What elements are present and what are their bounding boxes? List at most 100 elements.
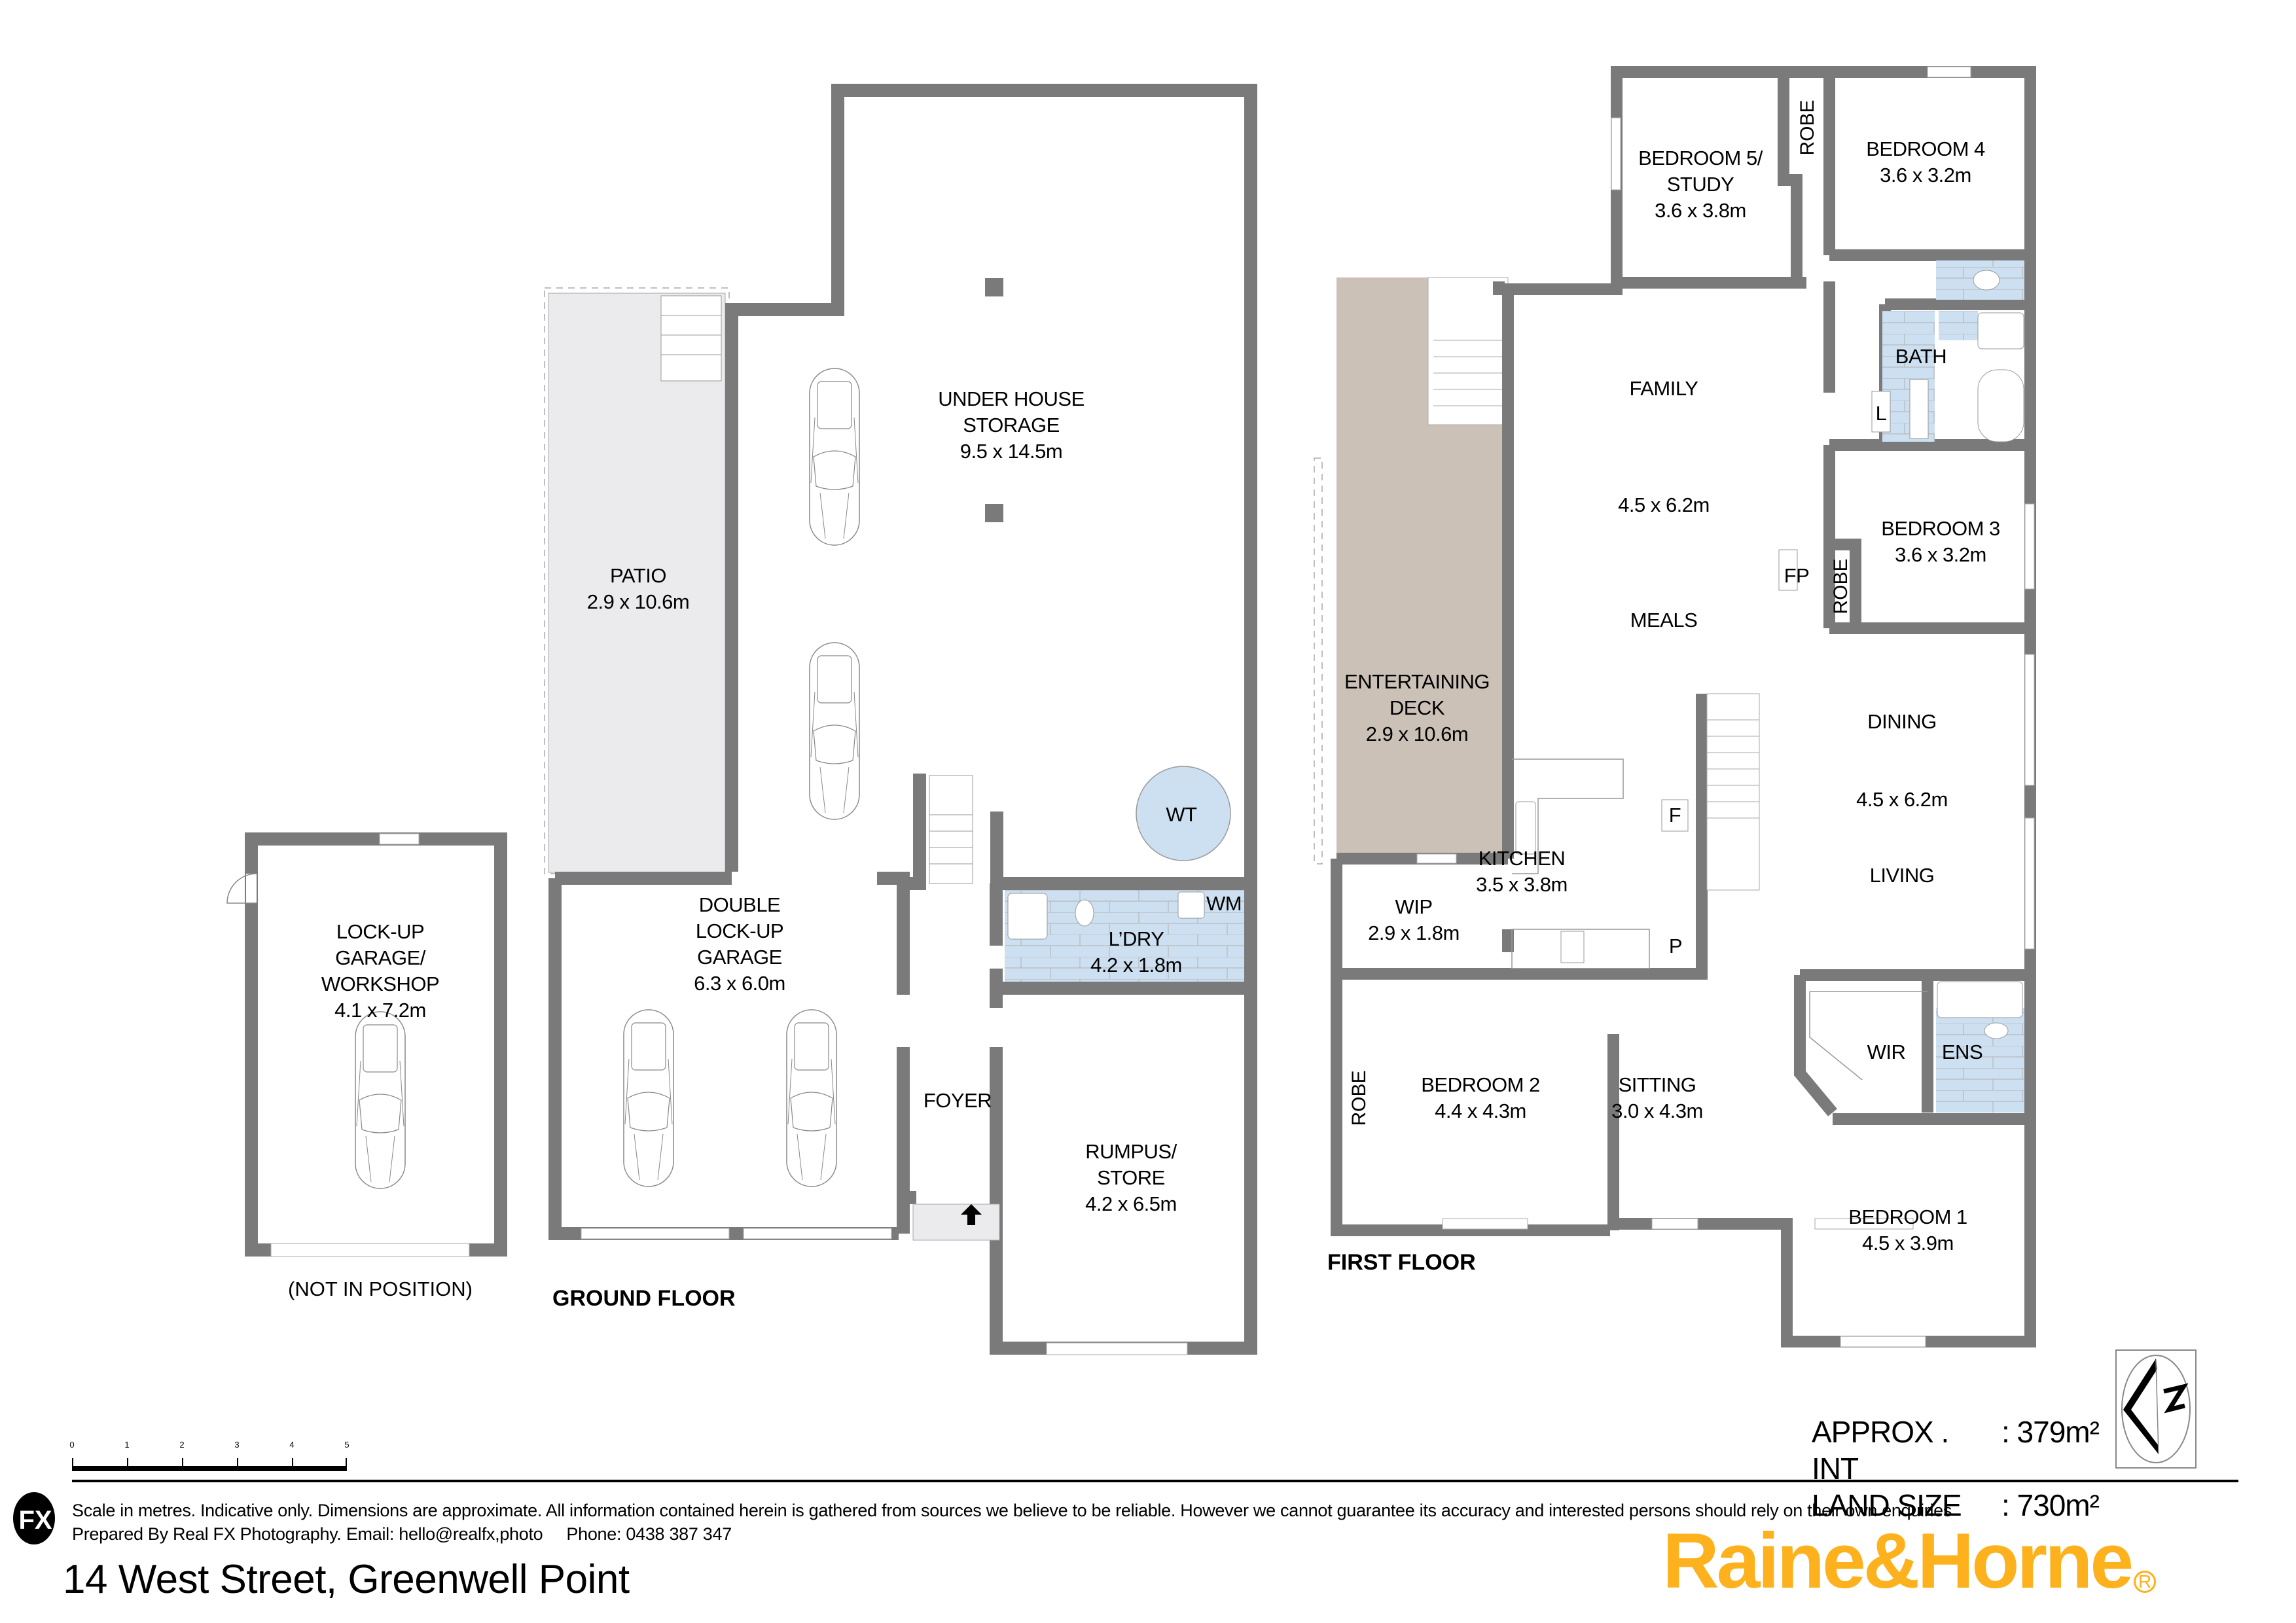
- property-address: 14 West Street, Greenwell Point: [63, 1557, 630, 1602]
- room-name: STUDY: [1666, 173, 1734, 196]
- room-family: FAMILY: [1629, 377, 1698, 400]
- room-dining: DINING: [1867, 710, 1937, 733]
- room-under-house-storage: UNDER HOUSE STORAGE 9.5 x 14.5m: [938, 386, 1085, 465]
- room-bath: BATH: [1895, 345, 1947, 368]
- rfx-logo-icon: FX: [12, 1491, 56, 1546]
- room-name: DECK: [1389, 696, 1445, 719]
- room-bedroom-5: BEDROOM 5/ STUDY 3.6 x 3.8m: [1638, 145, 1763, 224]
- lockup-garage-walls: [226, 832, 507, 1257]
- room-dimensions: 3.5 x 3.8m: [1476, 873, 1568, 896]
- room-dimensions: 2.9 x 10.6m: [1365, 722, 1469, 745]
- robe-bedroom-4: ROBE: [1797, 99, 1818, 156]
- room-name: LOCK-UP: [336, 920, 425, 943]
- pantry-label: P: [1668, 935, 1683, 957]
- room-bedroom-1: BEDROOM 1 4.5 x 3.9m: [1848, 1204, 1967, 1257]
- internal-area-label: APPROX . INT: [1812, 1415, 1949, 1486]
- prepared-by-line: Prepared By Real FX Photography. Email: …: [72, 1522, 1952, 1546]
- water-tank: [1136, 766, 1231, 861]
- room-name: GARAGE: [697, 946, 782, 969]
- room-living: LIVING: [1869, 864, 1935, 887]
- room-dimensions: 3.0 x 4.3m: [1611, 1099, 1703, 1122]
- robe-bedroom-2: ROBE: [1348, 1070, 1370, 1126]
- room-dimensions: 4.2 x 1.8m: [1090, 954, 1182, 976]
- room-dimensions: 3.6 x 3.2m: [1895, 543, 1986, 566]
- scale-tick: 2: [179, 1440, 185, 1450]
- room-patio: PATIO 2.9 x 10.6m: [586, 563, 690, 615]
- ground-floor-title: GROUND FLOOR: [552, 1286, 736, 1311]
- footer-disclaimer: Scale in metres. Indicative only. Dimens…: [72, 1499, 1952, 1546]
- room-name: KITCHEN: [1478, 847, 1566, 870]
- room-bedroom-4: BEDROOM 4 3.6 x 3.2m: [1866, 136, 1985, 188]
- room-ensuite: ENS: [1941, 1041, 1983, 1063]
- scale-tick: 1: [124, 1440, 130, 1450]
- internal-area-value: : 379m²: [2001, 1415, 2100, 1449]
- room-dining-dimensions: 4.5 x 6.2m: [1856, 788, 1948, 811]
- scale-tick-mark: [127, 1458, 128, 1467]
- room-dimensions: 9.5 x 14.5m: [960, 440, 1063, 463]
- patio-area: [548, 293, 726, 873]
- room-name: WORKSHOP: [321, 972, 440, 995]
- room-name: GARAGE/: [335, 946, 425, 969]
- fireplace-label: FP: [1784, 564, 1810, 587]
- scale-bar: 0 1 2 3 4 5: [69, 1440, 350, 1471]
- room-wip: WIP 2.9 x 1.8m: [1368, 894, 1460, 946]
- room-entertaining-deck: ENTERTAINING DECK 2.9 x 10.6m: [1344, 669, 1490, 747]
- room-name: SITTING: [1618, 1073, 1696, 1096]
- room-laundry: L’DRY 4.2 x 1.8m: [1090, 926, 1182, 978]
- room-dimensions: 4.2 x 6.5m: [1085, 1192, 1177, 1215]
- room-sitting: SITTING 3.0 x 4.3m: [1611, 1072, 1703, 1124]
- room-dimensions: 4.5 x 3.9m: [1862, 1232, 1954, 1255]
- room-family-dimensions: 4.5 x 6.2m: [1618, 493, 1710, 516]
- scale-tick: 0: [69, 1440, 75, 1450]
- linen-cupboard: L: [1875, 402, 1887, 425]
- fridge-box: [1661, 799, 1689, 832]
- footer-divider: [72, 1480, 2238, 1482]
- room-name: ENTERTAINING: [1344, 670, 1490, 693]
- room-dimensions: 3.6 x 3.2m: [1880, 164, 1971, 187]
- room-kitchen: KITCHEN 3.5 x 3.8m: [1476, 846, 1568, 898]
- room-lockup-garage: LOCK-UP GARAGE/ WORKSHOP 4.1 x 7.2m: [321, 919, 440, 1024]
- land-size-row: LAND SIZE : 730m²: [1812, 1487, 2100, 1524]
- room-name: DOUBLE: [698, 893, 781, 916]
- brand-name: Raine&Horne: [1662, 1517, 2134, 1605]
- scale-tick-mark: [182, 1458, 183, 1467]
- scale-tick-mark: [237, 1458, 238, 1467]
- room-bedroom-2: BEDROOM 2 4.4 x 4.3m: [1421, 1072, 1540, 1124]
- room-name: RUMPUS/: [1085, 1140, 1177, 1163]
- room-name: BEDROOM 5/: [1638, 147, 1763, 169]
- room-bedroom-3: BEDROOM 3 3.6 x 3.2m: [1881, 516, 2000, 568]
- room-dimensions: 3.6 x 3.8m: [1655, 199, 1746, 222]
- fireplace-box: [1778, 549, 1798, 591]
- room-dimensions: 2.9 x 10.6m: [586, 590, 690, 613]
- scale-tick-mark: [292, 1458, 293, 1467]
- scale-bar-line: [72, 1466, 347, 1471]
- room-name: LOCK-UP: [695, 919, 784, 942]
- room-dimensions: 4.1 x 7.2m: [334, 999, 426, 1022]
- svg-text:FX: FX: [18, 1506, 52, 1535]
- phone-text: Phone: 0438 387 347: [566, 1524, 732, 1544]
- room-name: STORAGE: [963, 414, 1060, 437]
- room-name: L’DRY: [1108, 927, 1164, 950]
- prepared-by-text: Prepared By Real FX Photography. Email: …: [72, 1524, 543, 1544]
- room-name: WIP: [1395, 895, 1433, 918]
- scale-tick: 4: [289, 1440, 295, 1450]
- land-size-label: LAND SIZE: [1812, 1488, 1962, 1522]
- scale-tick: 5: [344, 1440, 350, 1450]
- robe-bedroom-3: ROBE: [1830, 558, 1852, 615]
- room-meals: MEALS: [1630, 609, 1698, 632]
- first-floor-title: FIRST FLOOR: [1327, 1250, 1476, 1275]
- room-double-garage: DOUBLE LOCK-UP GARAGE 6.3 x 6.0m: [694, 892, 785, 997]
- room-rumpus: RUMPUS/ STORE 4.2 x 6.5m: [1085, 1139, 1177, 1217]
- north-compass-icon: [2115, 1349, 2197, 1469]
- registered-mark-icon: R: [2134, 1571, 2157, 1593]
- not-in-position-note: (NOT IN POSITION): [288, 1277, 473, 1300]
- scale-tick-mark: [346, 1458, 347, 1467]
- disclaimer-text: Scale in metres. Indicative only. Dimens…: [72, 1501, 1952, 1520]
- internal-area-row: APPROX . INT : 379m²: [1812, 1414, 2100, 1487]
- room-name: BEDROOM 2: [1421, 1073, 1540, 1096]
- room-name: UNDER HOUSE: [938, 387, 1085, 410]
- room-foyer: FOYER: [923, 1089, 992, 1112]
- scale-tick: 3: [234, 1440, 240, 1450]
